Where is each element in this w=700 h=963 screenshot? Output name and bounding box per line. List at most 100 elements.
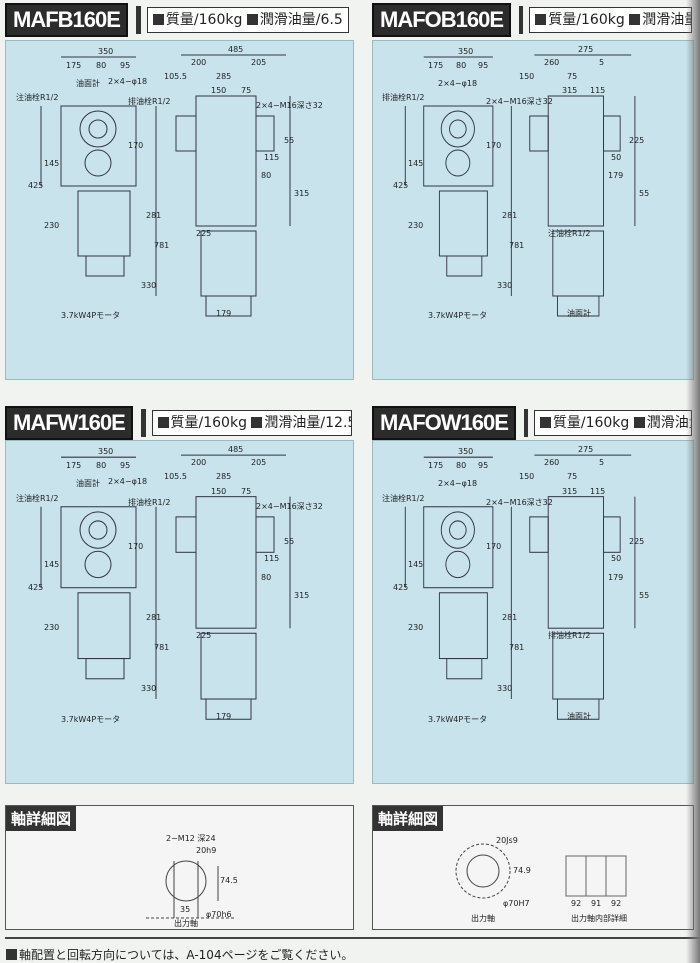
- dim-label: 781: [509, 643, 525, 652]
- mass-spec: 質量/160kg: [170, 415, 247, 431]
- dim-label: 5: [599, 58, 605, 67]
- dim-label: 330: [497, 281, 513, 290]
- motor-label: 3.7kW4Pモータ: [428, 715, 488, 724]
- dim-label: 35: [180, 905, 191, 914]
- dim-label: 55: [639, 591, 650, 600]
- dim-label: 179: [608, 573, 624, 582]
- dim-label: 75: [241, 487, 252, 496]
- mass-spec: 質量/160kg: [552, 415, 630, 431]
- dim-label: 2−M12 深24: [166, 834, 216, 843]
- dim-label: 20Js9: [496, 836, 518, 845]
- dim-label: 350: [458, 47, 474, 56]
- dim-label: 230: [408, 221, 424, 230]
- shaft-detail-right: 軸詳細図 20Js9 74.9 φ70H7 出力軸 92 91 92 出力軸内部…: [372, 805, 694, 930]
- dim-label: 80: [96, 61, 107, 70]
- dim-label: 285: [216, 72, 232, 81]
- dim-label: 225: [629, 537, 645, 546]
- dim-label: 50: [611, 153, 622, 162]
- oil-spec: 潤滑油量/6.5: [259, 12, 343, 28]
- dim-label: 170: [486, 542, 502, 551]
- dim-label: 91: [591, 899, 602, 908]
- dim-label: 80: [96, 461, 107, 470]
- shaft-drawing: [146, 860, 236, 919]
- dim-label: 80: [261, 573, 272, 582]
- dim-label: 281: [146, 613, 162, 622]
- shaft-detail-left: 軸詳細図 2−M12 深24 20h9 74.5 35 φ70h6 出力軸: [5, 805, 354, 930]
- dim-label: 油面計: [76, 479, 100, 488]
- dim-label: 350: [98, 447, 114, 456]
- dim-label: 20h9: [196, 846, 217, 855]
- model-name: MAFOB160E: [372, 3, 512, 37]
- dim-label: 350: [458, 447, 474, 456]
- dim-label: 150: [211, 487, 227, 496]
- dim-label: 170: [128, 141, 144, 150]
- dim-label: 150: [519, 72, 535, 81]
- dim-label: 115: [264, 554, 280, 563]
- model-name: MAFW160E: [5, 406, 133, 440]
- dim-label: 2×4−φ18: [438, 479, 478, 488]
- dim-label: 115: [590, 487, 606, 496]
- dim-label: 200: [191, 58, 207, 67]
- dim-label: 330: [141, 281, 157, 290]
- dim-label: 781: [154, 241, 170, 250]
- dim-label: 275: [578, 45, 594, 54]
- dim-label: 55: [284, 136, 295, 145]
- dim-label: 5: [599, 458, 605, 467]
- dim-label: 315: [562, 487, 578, 496]
- header-bar: [135, 6, 141, 34]
- dim-label: 425: [28, 181, 44, 190]
- spec-box: 質量/160kg 潤滑油量/6.5: [146, 7, 349, 33]
- dim-label: 注油栓R1/2: [548, 229, 591, 238]
- dim-label: 80: [261, 171, 272, 180]
- dim-label: 330: [141, 684, 157, 693]
- dim-label: 350: [98, 47, 114, 56]
- dim-label: 145: [44, 560, 60, 569]
- model-header: MAFW160E 質量/160kg 潤滑油量/12.5: [5, 406, 352, 440]
- shaft-detail-title: 軸詳細図: [6, 806, 77, 831]
- mass-spec: 質量/160kg: [548, 12, 625, 28]
- dim-label: 105.5: [164, 472, 187, 481]
- dim-label: 179: [216, 712, 232, 721]
- dim-label: 50: [611, 554, 622, 563]
- motor-label: 3.7kW4Pモータ: [428, 311, 488, 320]
- dim-label: 170: [128, 542, 144, 551]
- dim-label: 74.9: [513, 866, 531, 875]
- dim-label: 230: [44, 623, 60, 632]
- dim-label: 75: [567, 472, 578, 481]
- divider: [5, 937, 700, 939]
- dim-label: 95: [478, 461, 489, 470]
- dim-label: 92: [571, 899, 582, 908]
- dim-label: 175: [428, 61, 444, 70]
- dim-label: 145: [408, 159, 424, 168]
- shaft-drawing: [455, 843, 627, 899]
- dim-label: 油面計: [567, 309, 591, 318]
- dim-label: 排油栓R1/2: [128, 498, 171, 507]
- dim-label: 175: [66, 461, 82, 470]
- gear-motor-drawing: [404, 54, 636, 317]
- dim-label: 排油栓R1/2: [548, 631, 591, 640]
- dim-label: 425: [28, 583, 44, 592]
- spec-box: 質量/160kg 潤滑油量/6: [529, 7, 692, 33]
- header-bar: [140, 409, 146, 437]
- dim-label: 781: [154, 643, 170, 652]
- gear-motor-drawing: [40, 454, 291, 720]
- dim-label: 95: [120, 61, 131, 70]
- dim-label: 205: [251, 458, 267, 467]
- dim-label: 175: [66, 61, 82, 70]
- dim-label: 485: [228, 445, 244, 454]
- dim-label: 油面計: [76, 79, 100, 88]
- dim-label: 出力軸: [471, 914, 495, 923]
- dim-label: 205: [251, 58, 267, 67]
- dim-label: φ70h6: [206, 910, 232, 919]
- dim-label: 75: [567, 72, 578, 81]
- dim-label: 285: [216, 472, 232, 481]
- oil-spec: 潤滑油量/12: [646, 415, 691, 431]
- dim-label: 105.5: [164, 72, 187, 81]
- dim-label: 95: [120, 461, 131, 470]
- dim-label: 315: [294, 189, 310, 198]
- footer-text: 軸配置と回転方向については、A-104ページをご覧ください。: [19, 948, 354, 962]
- dim-label: 425: [393, 181, 409, 190]
- dim-label: 注油栓R1/2: [16, 494, 59, 503]
- dim-label: 55: [639, 189, 650, 198]
